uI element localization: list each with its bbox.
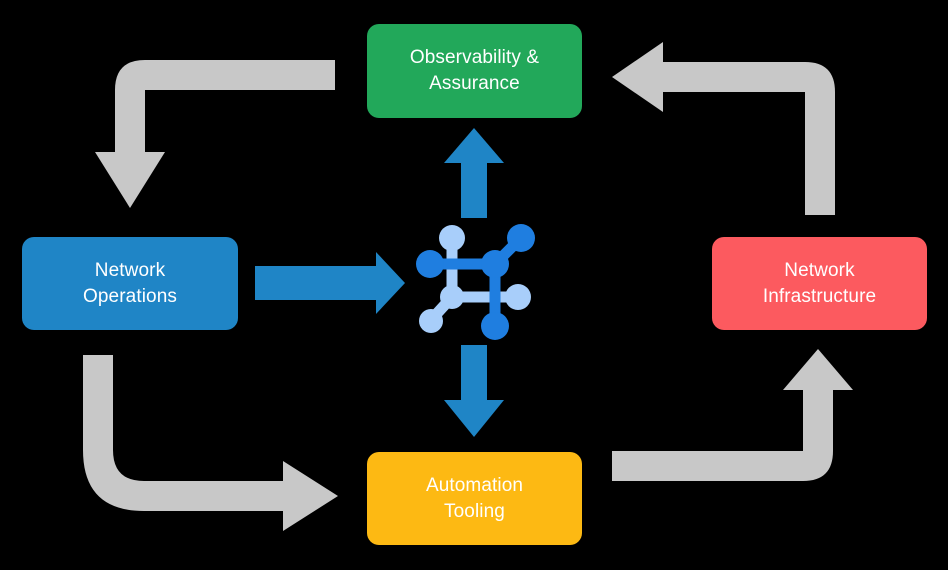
- connector-automation-to-infrastructure: [612, 349, 853, 481]
- node-automation-tooling[interactable]: Automation Tooling: [367, 452, 582, 545]
- node-network-infrastructure[interactable]: Network Infrastructure: [712, 237, 927, 330]
- network-graph-icon: [416, 224, 535, 340]
- node-label-observability: Observability & Assurance: [409, 47, 540, 94]
- node-label-automation-tooling: Automation Tooling: [425, 474, 524, 522]
- node-label-network-operations: Network Operations: [83, 259, 177, 307]
- connector-observability-to-ops: [95, 60, 335, 208]
- arrow-center-to-observability: [444, 128, 504, 218]
- connector-infrastructure-to-observability: [612, 42, 835, 215]
- node-label-network-infrastructure: Network Infrastructure: [762, 259, 877, 307]
- connector-ops-to-automation: [83, 355, 338, 531]
- arrow-ops-to-center: [255, 252, 405, 314]
- node-observability-and-assurance[interactable]: Observability & Assurance: [367, 24, 582, 118]
- node-network-operations[interactable]: Network Operations: [22, 237, 238, 330]
- arrow-center-to-automation: [444, 345, 504, 437]
